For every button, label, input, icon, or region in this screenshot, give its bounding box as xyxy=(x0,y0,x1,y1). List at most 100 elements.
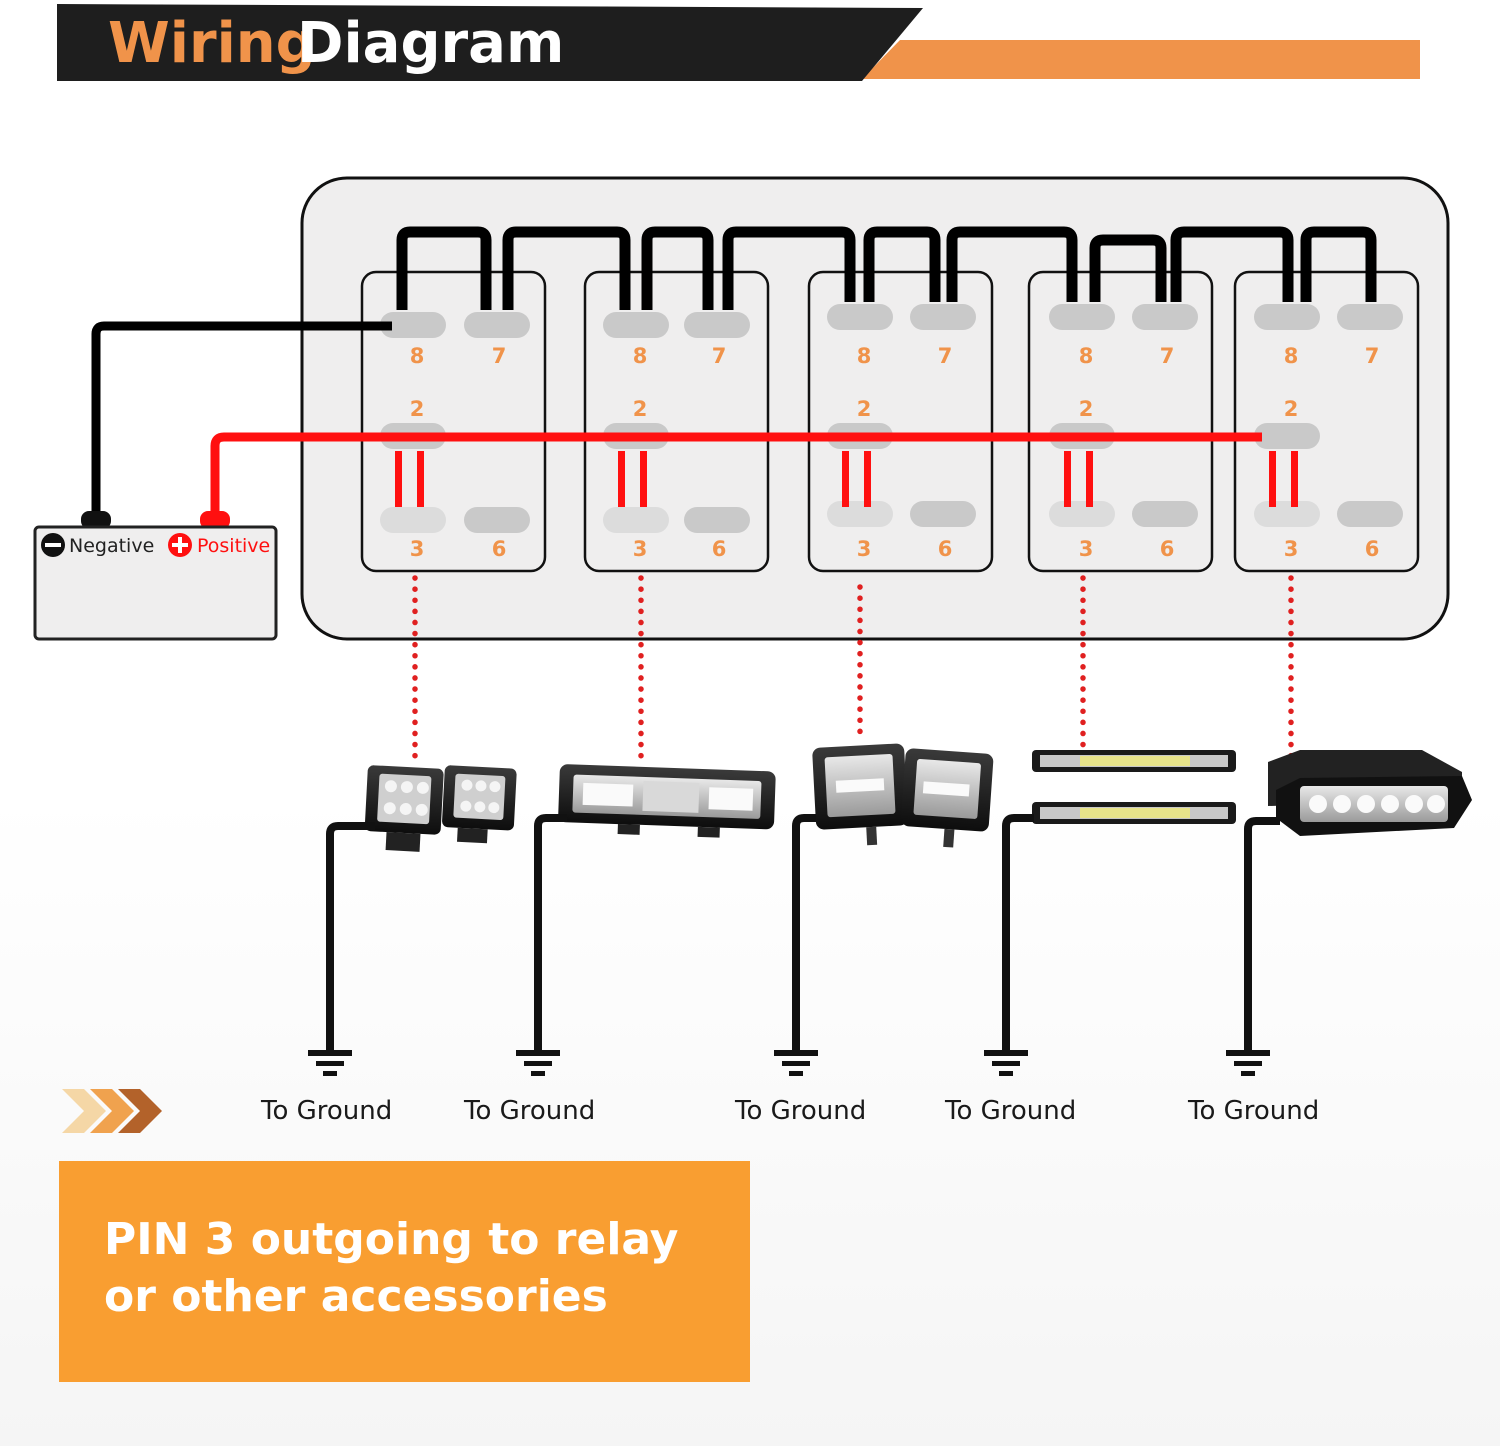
title-word-diagram: Diagram xyxy=(297,11,564,76)
header-black-bar xyxy=(57,4,923,81)
rocker-switch xyxy=(1027,270,1214,573)
negative-terminal xyxy=(81,511,111,529)
pin-number: 3 xyxy=(1284,537,1299,561)
jumper-wire xyxy=(1089,234,1167,302)
ground-wire xyxy=(1002,814,1034,1052)
internal-contact xyxy=(1269,451,1276,507)
positive-label: Positive xyxy=(197,535,270,557)
pin-number: 7 xyxy=(1365,344,1380,368)
pin-number: 2 xyxy=(633,397,648,421)
plus-icon-vbar xyxy=(178,537,182,553)
pin-7-terminal xyxy=(684,312,750,338)
rocker-switch xyxy=(360,270,547,573)
rocker-switch xyxy=(807,270,994,573)
negative-label: Negative xyxy=(69,535,154,557)
pin-7-terminal xyxy=(464,312,530,338)
pin-number: 6 xyxy=(1365,537,1380,561)
pin-number: 3 xyxy=(857,537,872,561)
jumper-wire xyxy=(641,226,714,310)
jumper-wire xyxy=(1300,226,1377,302)
wires xyxy=(91,226,1377,763)
pin-number: 2 xyxy=(1079,397,1094,421)
internal-contact xyxy=(395,451,402,507)
pin-number: 3 xyxy=(1079,537,1094,561)
internal-contact xyxy=(618,451,625,507)
header: Wiring Diagram xyxy=(57,4,1420,81)
ground-label: To Ground xyxy=(944,1096,1076,1126)
pin-6-terminal xyxy=(684,507,750,533)
internal-contact xyxy=(1291,451,1298,507)
pin-8-terminal xyxy=(827,304,893,330)
note-box: PIN 3 outgoing to relay or other accesso… xyxy=(59,1161,750,1382)
ground-label: To Ground xyxy=(1187,1096,1319,1126)
minus-icon-bar xyxy=(45,543,61,547)
rocker-switch xyxy=(583,270,770,573)
slim-light-bar-pair-icon xyxy=(1032,750,1236,824)
pin-number: 7 xyxy=(938,344,953,368)
jumper-wire xyxy=(502,226,631,310)
jumper-wire xyxy=(722,226,856,310)
light-bar-icon xyxy=(558,764,776,838)
pin-6-terminal xyxy=(1337,501,1403,527)
pin-number: 7 xyxy=(492,344,507,368)
pin-number: 2 xyxy=(857,397,872,421)
cube-pod-light-pair-icon xyxy=(364,765,517,852)
jumper-wire xyxy=(396,226,492,310)
pin-number: 6 xyxy=(492,537,507,561)
ground-symbol-icon xyxy=(516,1050,560,1076)
jumper-wire xyxy=(946,226,1078,302)
ground-wire xyxy=(326,822,375,1052)
pin-number: 2 xyxy=(410,397,425,421)
pin-7-terminal xyxy=(1132,304,1198,330)
internal-contact xyxy=(1086,451,1093,507)
positive-terminal xyxy=(200,511,230,529)
ground-symbol-icon xyxy=(308,1050,352,1076)
pin-number: 7 xyxy=(712,344,727,368)
pin-7-terminal xyxy=(910,304,976,330)
pin-2-terminal xyxy=(1254,423,1320,449)
pin-6-terminal xyxy=(464,507,530,533)
pin-8-terminal xyxy=(1254,304,1320,330)
cube-pod-light-pair-2-icon xyxy=(812,743,994,848)
pin-3-terminal xyxy=(1254,501,1320,527)
note-text: PIN 3 outgoing to relay or other accesso… xyxy=(104,1214,679,1322)
pin-number: 8 xyxy=(857,344,872,368)
chevron-arrows-icon xyxy=(62,1089,162,1133)
pin-7-terminal xyxy=(1337,304,1403,330)
ground-label: To Ground xyxy=(260,1096,392,1126)
pin-number: 8 xyxy=(410,344,425,368)
internal-contact xyxy=(842,451,849,507)
header-orange-bar xyxy=(862,40,1420,79)
internal-contact xyxy=(1064,451,1071,507)
pin-number: 7 xyxy=(1160,344,1175,368)
pin-number: 8 xyxy=(1079,344,1094,368)
ground-label: To Ground xyxy=(734,1096,866,1126)
pin-number: 6 xyxy=(1160,537,1175,561)
pin-6-terminal xyxy=(910,501,976,527)
pin-number: 8 xyxy=(633,344,648,368)
ground-label: To Ground xyxy=(463,1096,595,1126)
ground-symbol-icon xyxy=(984,1050,1028,1076)
pin-number: 6 xyxy=(938,537,953,561)
pin-number: 2 xyxy=(1284,397,1299,421)
ground-labels: To Ground To Ground To Ground To Ground … xyxy=(260,1096,1319,1126)
ground-wire xyxy=(792,814,816,1052)
jumper-wire xyxy=(863,226,941,302)
internal-contact xyxy=(417,451,424,507)
pin-8-terminal xyxy=(603,312,669,338)
rocker-switch xyxy=(1233,270,1420,573)
pin-3-terminal xyxy=(380,507,446,533)
positive-wire xyxy=(210,432,1262,514)
pin-6-terminal xyxy=(1132,501,1198,527)
pin-number: 8 xyxy=(1284,344,1299,368)
pin-number: 3 xyxy=(633,537,648,561)
pin-8-terminal xyxy=(1049,304,1115,330)
internal-contact xyxy=(864,451,871,507)
ground-wire xyxy=(1244,817,1280,1052)
battery: Negative Positive xyxy=(33,511,278,641)
title-word-wiring: Wiring xyxy=(108,11,316,76)
internal-contact xyxy=(640,451,647,507)
negative-wire xyxy=(91,321,392,514)
